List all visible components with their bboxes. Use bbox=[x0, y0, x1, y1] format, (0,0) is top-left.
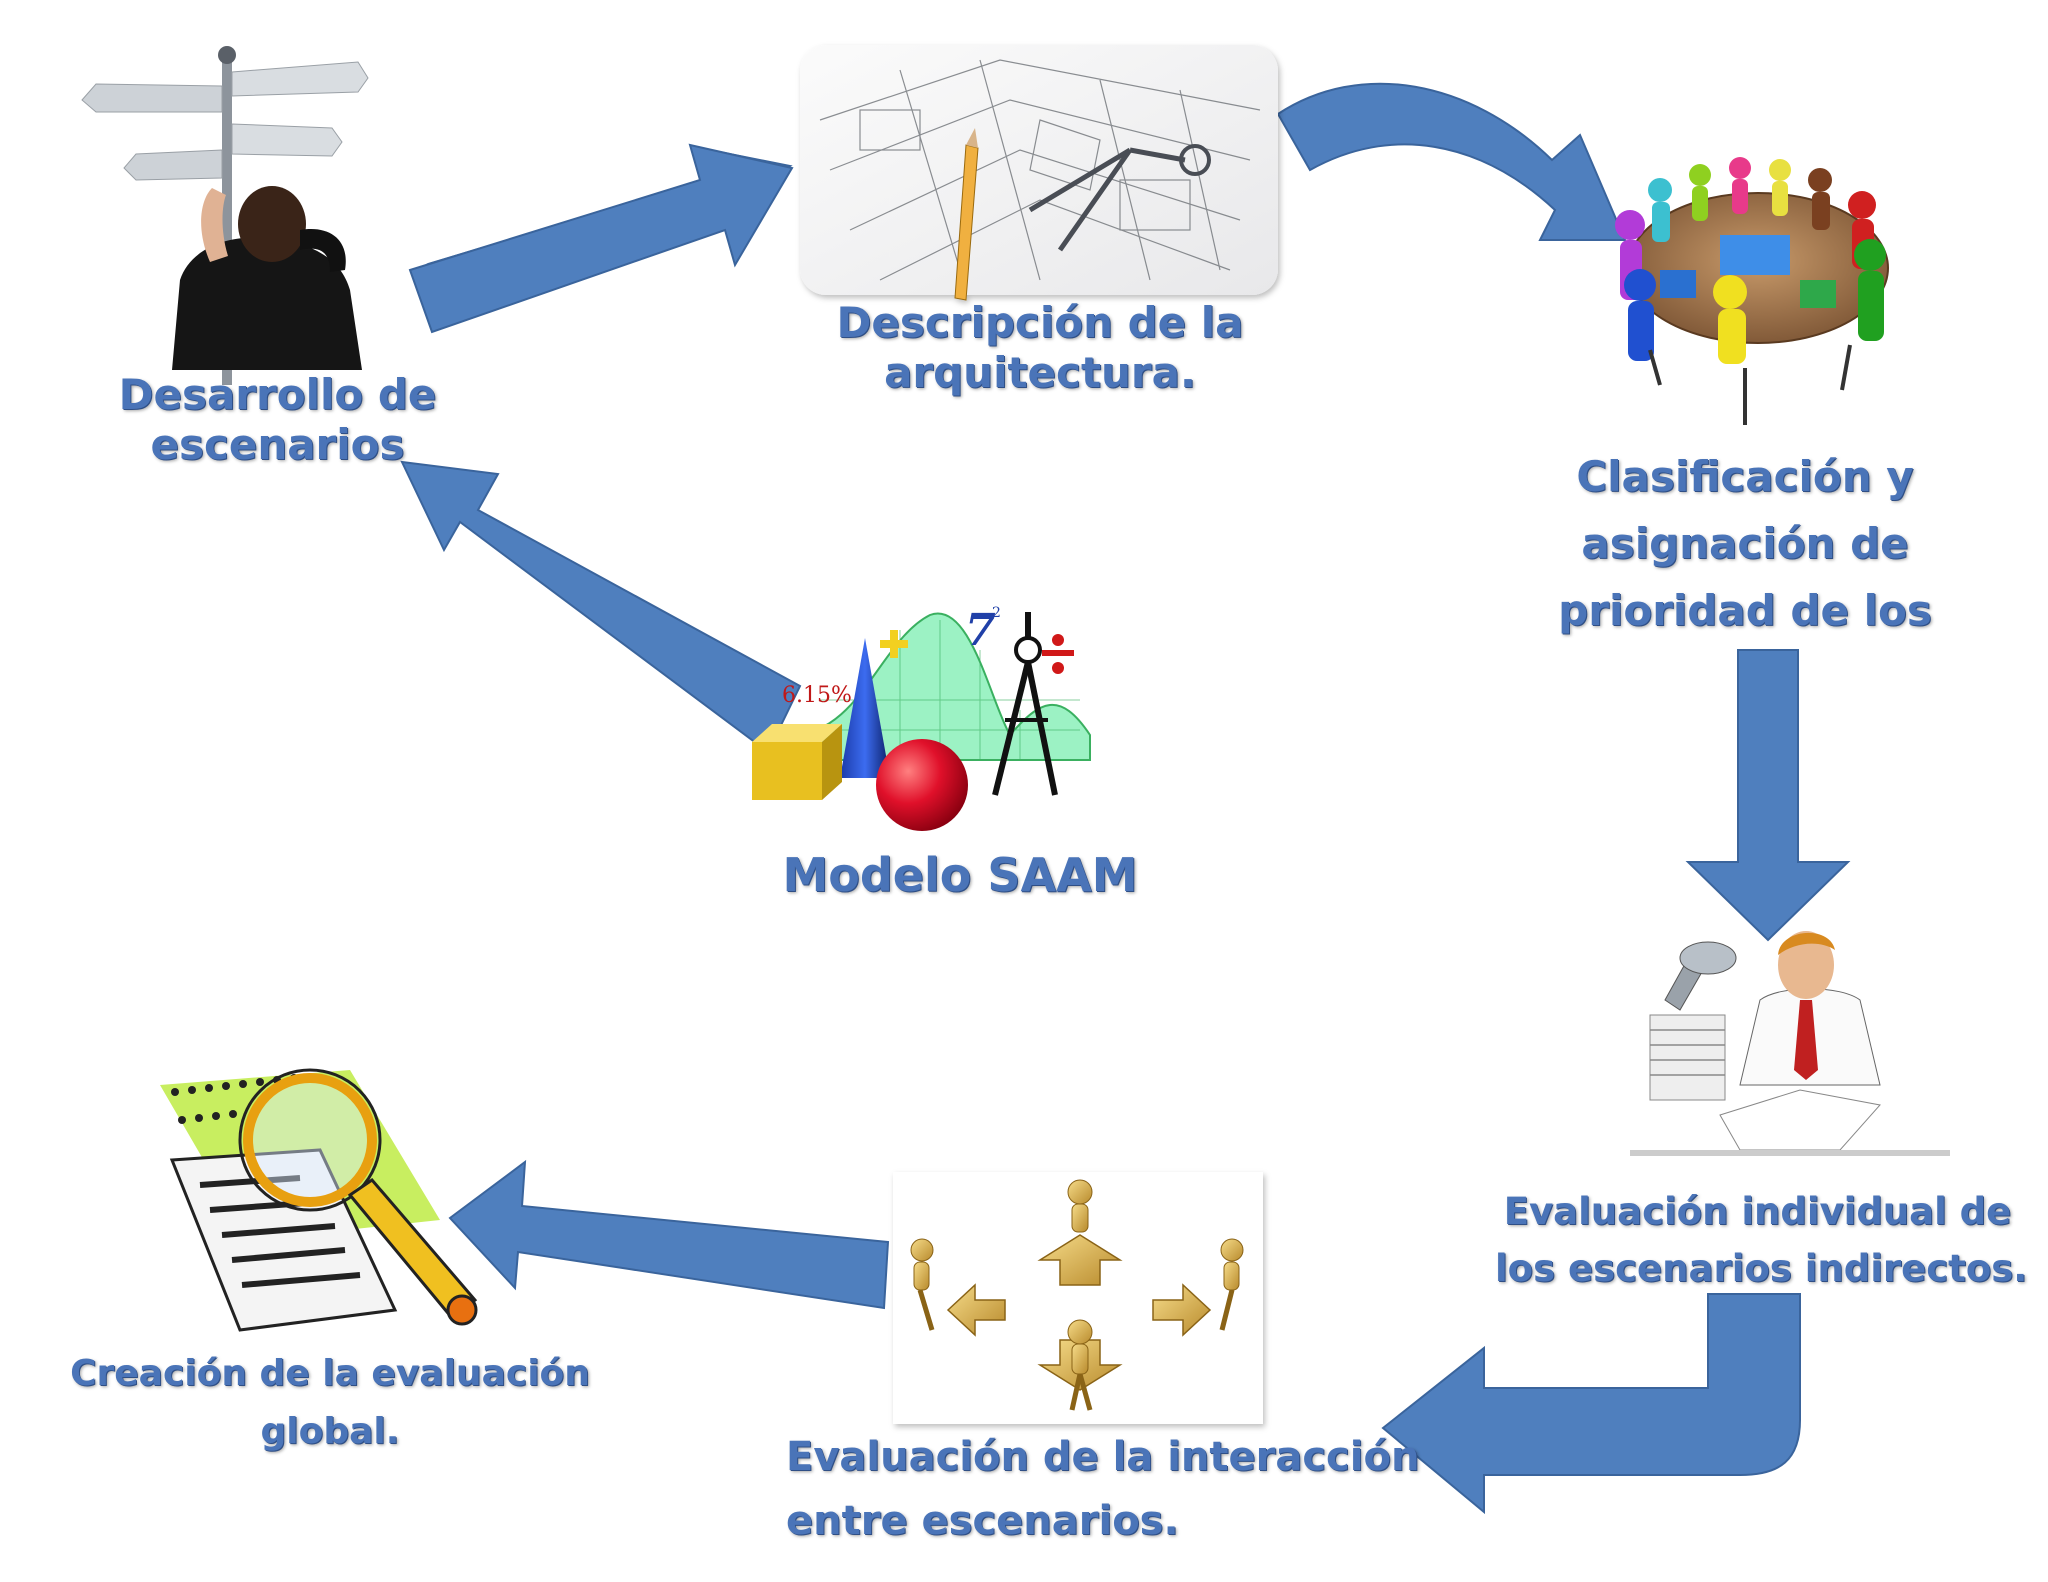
person-arm bbox=[300, 229, 346, 272]
label-line: Evaluación de la interacción bbox=[786, 1434, 1420, 1480]
sphere-shape bbox=[876, 739, 968, 831]
flow-arrows bbox=[400, 82, 1851, 1515]
man-at-desk-image bbox=[1630, 931, 1950, 1156]
percent-label: 6.15% bbox=[782, 683, 852, 708]
signpost-sign-2 bbox=[81, 83, 223, 113]
label-line: escenarios bbox=[150, 420, 405, 470]
label-line: entre escenarios. bbox=[786, 1498, 1179, 1544]
arrow-clasificacion-to-evaluacion-individual bbox=[1685, 649, 1851, 942]
label-line: Modelo SAAM bbox=[782, 848, 1138, 902]
label-descripcion-arquitectura: Descripción de la arquitectura. bbox=[820, 298, 1260, 399]
drafting-compass bbox=[992, 612, 1058, 796]
pencil-tip bbox=[966, 128, 978, 148]
label-line: asignación de bbox=[1581, 519, 1909, 569]
meeting-chairs bbox=[1648, 344, 1852, 425]
signpost-sign-1 bbox=[231, 61, 369, 97]
desk-papers bbox=[1719, 1089, 1881, 1151]
person-head bbox=[238, 186, 306, 262]
label-creacion-evaluacion-global: Creación de la evaluación global. bbox=[70, 1345, 590, 1460]
label-evaluacion-interaccion: Evaluación de la interacción entre escen… bbox=[786, 1425, 1420, 1553]
label-line: Clasificación y bbox=[1576, 452, 1914, 501]
man-tie bbox=[1794, 1000, 1818, 1080]
man-head bbox=[1778, 931, 1834, 999]
label-line: Evaluación individual de bbox=[1503, 1190, 2012, 1233]
seven-label: 7 bbox=[965, 605, 996, 656]
desk-shadow bbox=[1630, 1150, 1950, 1156]
magnifier-lens bbox=[243, 1073, 377, 1207]
person-body bbox=[172, 237, 362, 370]
signpost-knob bbox=[218, 46, 236, 64]
arrow-desarrollo-to-descripcion-shaft bbox=[408, 143, 794, 334]
magnifier-handle-tip bbox=[446, 1294, 478, 1326]
label-line: arquitectura. bbox=[884, 348, 1196, 398]
label-evaluacion-individual: Evaluación individual de los escenarios … bbox=[1495, 1183, 2028, 1298]
cube-shape bbox=[752, 724, 842, 800]
doc-dots bbox=[171, 1074, 298, 1124]
arrow-modelo-to-desarrollo bbox=[400, 460, 802, 754]
golden-figures-image bbox=[893, 1172, 1263, 1424]
signpost-pole bbox=[222, 55, 232, 385]
label-line: Descripción de la bbox=[836, 298, 1244, 347]
label-line: Desarrollo de bbox=[118, 370, 437, 419]
label-modelo-saam: Modelo SAAM bbox=[760, 848, 1160, 903]
puzzle-piece-3 bbox=[1800, 280, 1836, 308]
person-at-signpost-image bbox=[81, 46, 369, 385]
blueprint-sheet bbox=[800, 45, 1278, 295]
puzzle-piece-2 bbox=[1660, 270, 1696, 298]
golden-figures bbox=[910, 1179, 1244, 1411]
label-line: global. bbox=[260, 1410, 400, 1452]
label-clasificacion-prioridad: Clasificación y asignación de prioridad … bbox=[1535, 443, 1955, 645]
man-hair bbox=[1778, 932, 1835, 955]
plus-sign bbox=[880, 630, 908, 658]
label-line: Creación de la evaluación bbox=[70, 1353, 590, 1394]
arrow-evaluacion-individual-to-interaccion bbox=[1381, 1293, 1801, 1515]
arrow-descripcion-to-clasificacion bbox=[1276, 82, 1627, 241]
compass-tool bbox=[1028, 144, 1211, 252]
desk-lamp-head bbox=[1679, 941, 1737, 975]
label-desarrollo-de-escenarios: Desarrollo de escenarios bbox=[100, 370, 455, 471]
cone-shape bbox=[840, 638, 890, 778]
magnifier-handle bbox=[347, 1178, 478, 1321]
meeting-table-image bbox=[1615, 157, 1889, 425]
divide-sign bbox=[1042, 634, 1074, 674]
blueprint-image bbox=[800, 45, 1278, 301]
magnifier-document-image bbox=[160, 1068, 478, 1332]
puzzle-piece-center bbox=[1720, 235, 1790, 275]
exponent-mark: 2 bbox=[992, 605, 1001, 621]
meeting-figures bbox=[1615, 157, 1886, 364]
person-raised-arm bbox=[201, 188, 228, 262]
arrow-interaccion-to-creacion bbox=[448, 1159, 890, 1310]
signpost-sign-3 bbox=[231, 123, 343, 157]
paper-stack bbox=[1649, 1014, 1726, 1101]
label-line: prioridad de los bbox=[1558, 586, 1932, 636]
signpost-sign-4 bbox=[123, 149, 223, 181]
math-shapes-image: 6.15% 7 2 bbox=[752, 605, 1091, 831]
magnifier-rim bbox=[238, 1068, 382, 1212]
label-line: los escenarios indirectos. bbox=[1495, 1247, 2028, 1291]
